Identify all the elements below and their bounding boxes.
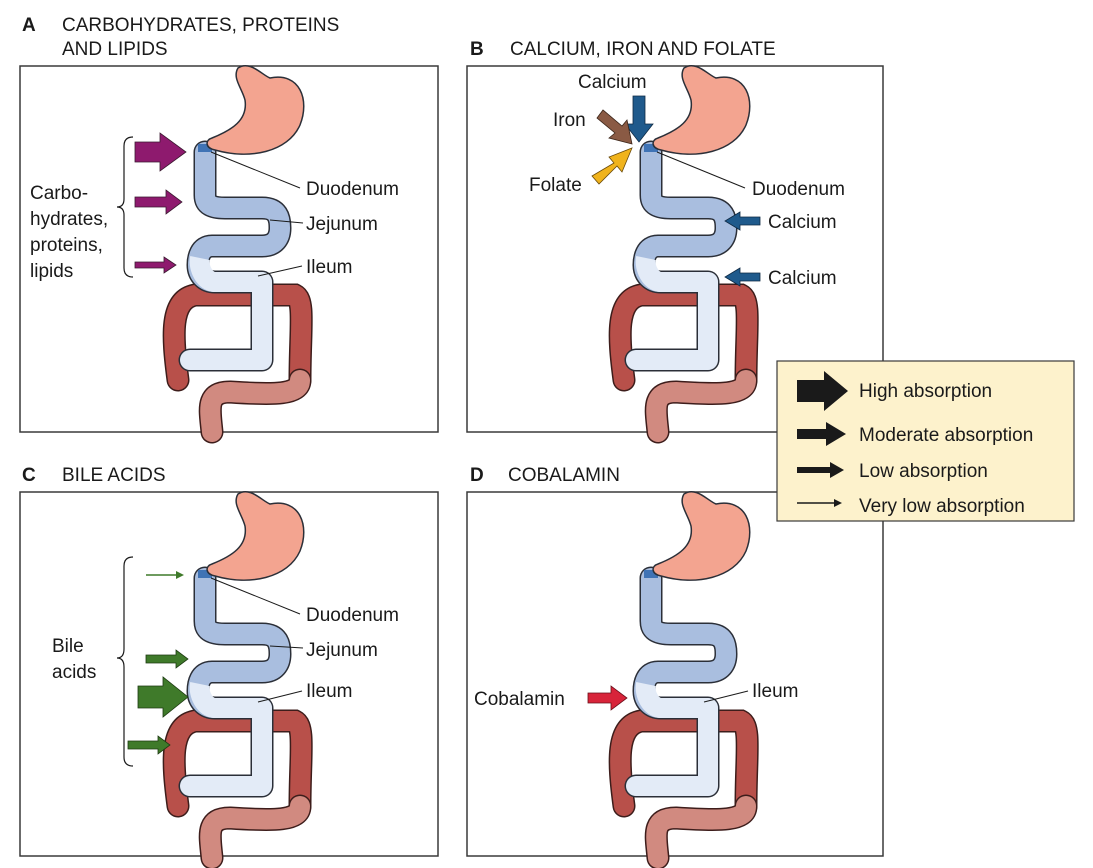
panel-a-jejunum-leader <box>269 219 304 224</box>
panel-d-cobalamin-label: Cobalamin <box>474 689 565 710</box>
legend-arrow-very-low-head <box>834 499 842 507</box>
panel-a-side-label-4: lipids <box>30 261 73 282</box>
legend: High absorption Moderate absorption Low … <box>776 360 1075 522</box>
panel-b-calcium-mid-arrow <box>724 211 761 231</box>
panel-c-arrow-low-2 <box>127 735 171 755</box>
panel-d-ileum-label: Ileum <box>752 681 798 702</box>
legend-arrow-low <box>797 462 844 478</box>
panel-a-ileum-leader <box>257 265 303 277</box>
panel-c: C BILE ACIDS Duodenum Jejunum Ileum Bile… <box>19 465 439 858</box>
panel-b-duodenum-leader <box>656 151 746 189</box>
panel-a-arrow-low <box>134 256 177 274</box>
panel-d-ileum-leader <box>703 690 749 703</box>
panel-c-ileum-leader <box>257 690 303 703</box>
panel-a-ileum-label: Ileum <box>306 257 352 278</box>
panel-a-title-line1: CARBOHYDRATES, PROTEINS <box>62 15 339 36</box>
panel-c-arrow-very-low-head <box>176 571 184 579</box>
panel-d: D COBALAMIN Ileum Cobalamin <box>466 465 884 858</box>
panel-b-letter: B <box>470 39 484 60</box>
panel-c-jejunum-leader <box>269 645 304 649</box>
legend-arrow-moderate <box>797 422 846 446</box>
panel-b-calcium-top-arrow <box>624 95 654 143</box>
panel-b-iron-label: Iron <box>553 110 586 131</box>
panel-c-arrow-high <box>137 676 189 718</box>
legend-label-moderate: Moderate absorption <box>859 425 1033 446</box>
panel-a-brace <box>116 136 134 278</box>
panel-a-side-label-2: hydrates, <box>30 209 108 230</box>
panel-b-title: CALCIUM, IRON AND FOLATE <box>510 39 776 60</box>
panel-b-iron-arrow <box>596 109 633 145</box>
panel-a-duodenum-leader <box>210 151 301 189</box>
panel-b-calcium-mid-label: Calcium <box>768 212 837 233</box>
panel-c-letter: C <box>22 465 36 486</box>
panel-d-cobalamin-arrow <box>587 685 628 711</box>
panel-b-calcium-low-label: Calcium <box>768 268 837 289</box>
panel-d-letter: D <box>470 465 484 486</box>
panel-b-duodenum-label: Duodenum <box>752 179 845 200</box>
panel-a-arrow-high <box>134 132 187 172</box>
panel-a-side-label-3: proteins, <box>30 235 103 256</box>
panel-b-calcium-low-arrow <box>724 267 761 287</box>
panel-b-folate-arrow <box>591 147 633 185</box>
panel-c-duodenum-label: Duodenum <box>306 605 399 626</box>
panel-a-duodenum-label: Duodenum <box>306 179 399 200</box>
legend-label-very-low: Very low absorption <box>859 496 1025 517</box>
panel-c-duodenum-leader <box>210 577 301 615</box>
panel-c-arrow-low <box>145 649 189 669</box>
panel-a-letter: A <box>22 15 36 36</box>
legend-label-low: Low absorption <box>859 461 988 482</box>
legend-label-high: High absorption <box>859 381 992 402</box>
panel-c-side-label-2: acids <box>52 662 96 683</box>
panel-a-title-line2: AND LIPIDS <box>62 39 168 60</box>
panel-c-brace <box>116 556 134 767</box>
panel-d-title: COBALAMIN <box>508 465 620 486</box>
panel-b-folate-label: Folate <box>529 175 582 196</box>
legend-arrow-high <box>797 371 848 411</box>
panel-a-arrow-moderate <box>134 189 183 215</box>
panel-b-calcium-top-label: Calcium <box>578 72 647 93</box>
panel-a: A CARBOHYDRATES, PROTEINS AND LIPIDS Duo… <box>19 15 439 432</box>
panel-c-ileum-label: Ileum <box>306 681 352 702</box>
panel-c-title: BILE ACIDS <box>62 465 166 486</box>
panel-a-jejunum-label: Jejunum <box>306 214 378 235</box>
panel-c-side-label-1: Bile <box>52 636 84 657</box>
panel-c-jejunum-label: Jejunum <box>306 640 378 661</box>
panel-a-side-label-1: Carbo- <box>30 183 88 204</box>
